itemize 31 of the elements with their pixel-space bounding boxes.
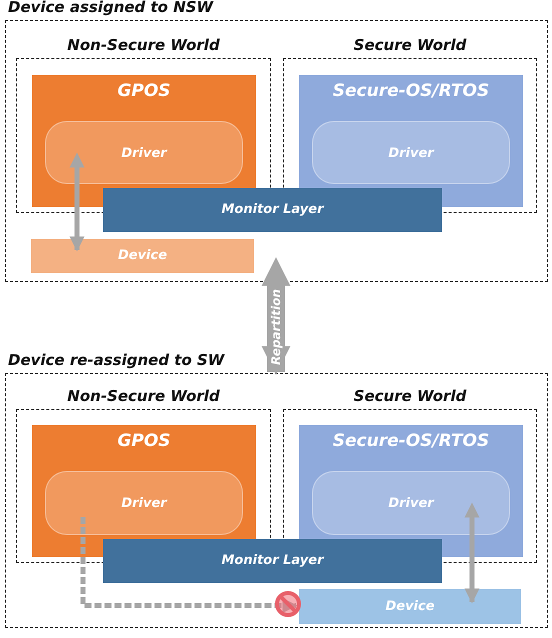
- monitor-layer-bar: [103, 539, 442, 583]
- block-label: Driver: [387, 496, 436, 512]
- block-label: Monitor Layer: [220, 553, 326, 569]
- driver-box: [45, 471, 243, 535]
- group-title: Secure World: [352, 387, 468, 405]
- group-title: Device assigned to NSW: [8, 0, 214, 16]
- block-label: Driver: [387, 146, 436, 162]
- arrow: [464, 502, 480, 604]
- driver-box: [312, 471, 510, 535]
- block-label: Device: [384, 598, 436, 614]
- arrow: [262, 257, 290, 375]
- group-title: Non-Secure World: [66, 36, 221, 54]
- block-label: Driver: [120, 496, 168, 512]
- block-label: GPOS: [116, 81, 172, 102]
- block-label: Secure-OS/RTOS: [332, 81, 490, 102]
- driver-box: [312, 121, 510, 184]
- monitor-layer-bar: [103, 188, 442, 232]
- edge-label: Repartition: [268, 288, 284, 367]
- block-label: GPOS: [116, 431, 172, 452]
- block-label: Monitor Layer: [220, 202, 326, 218]
- block-label: Device: [116, 248, 168, 264]
- arrow: [70, 152, 84, 252]
- group-title: Non-Secure World: [66, 387, 221, 405]
- group-title: Secure World: [352, 36, 468, 54]
- block-label: Driver: [120, 146, 168, 162]
- group-title: Device re-assigned to SW: [8, 351, 224, 369]
- device-bar: [299, 589, 521, 624]
- arrow: [80, 517, 298, 613]
- device-bar: [31, 239, 254, 273]
- driver-box: [45, 121, 243, 184]
- block-label: Secure-OS/RTOS: [332, 431, 490, 452]
